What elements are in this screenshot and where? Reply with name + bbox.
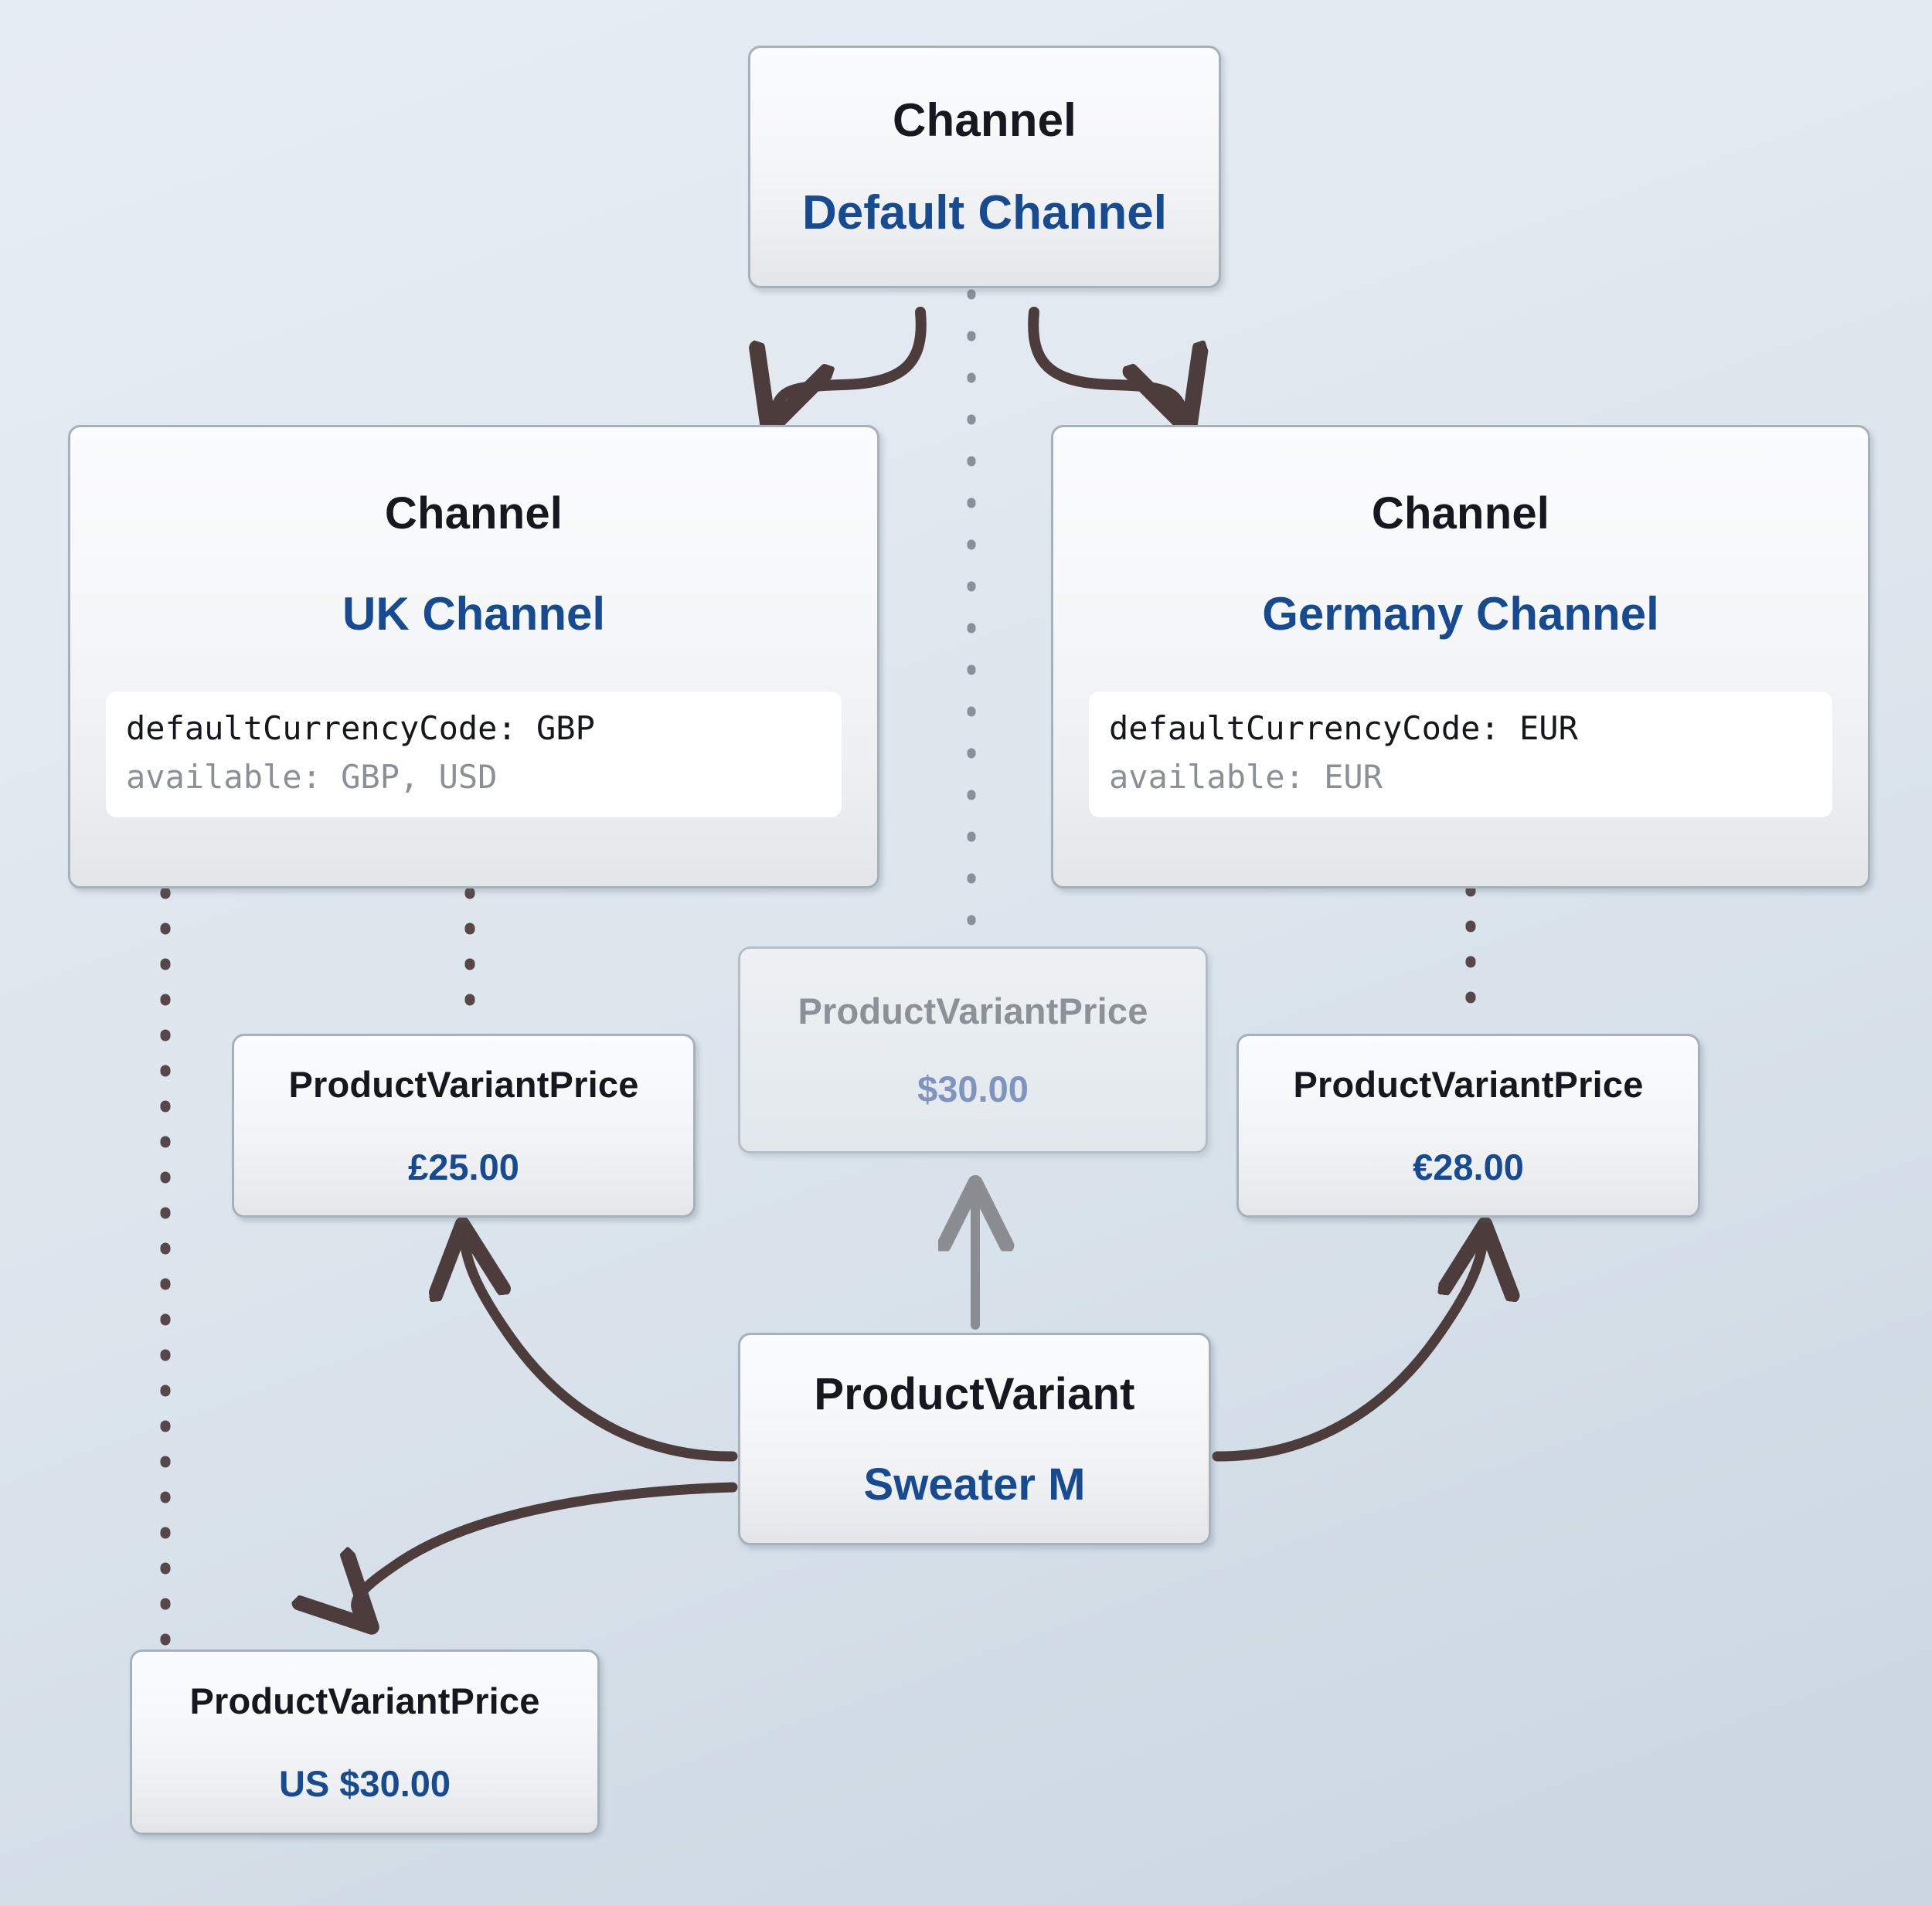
node-price-usd-default[interactable]: ProductVariantPrice $30.00	[738, 946, 1208, 1153]
edge-product-variant-to-price-eur	[1212, 1236, 1484, 1462]
node-price-gbp[interactable]: ProductVariantPrice £25.00	[232, 1034, 696, 1218]
node-value-label: US $30.00	[278, 1763, 451, 1804]
node-price-usd[interactable]: ProductVariantPrice US $30.00	[130, 1649, 600, 1835]
node-type-label: ProductVariantPrice	[288, 1064, 639, 1105]
node-default-channel[interactable]: Channel Default Channel	[748, 46, 1221, 288]
node-type-label: ProductVariantPrice	[189, 1680, 540, 1721]
node-price-eur[interactable]: ProductVariantPrice €28.00	[1236, 1034, 1700, 1218]
node-type-label: Channel	[384, 488, 563, 539]
node-name-label: Default Channel	[802, 186, 1167, 240]
node-name-label: UK Channel	[342, 588, 606, 640]
attr-available-currencies: available: GBP, USD	[126, 757, 498, 796]
attr-default-currency-code: defaultCurrencyCode: EUR	[1109, 709, 1578, 747]
uk-channel-attributes: defaultCurrencyCode: GBP available: GBP,…	[106, 691, 842, 817]
node-type-label: ProductVariantPrice	[1293, 1064, 1644, 1105]
node-value-label: £25.00	[408, 1147, 519, 1187]
edge-default-channel-to-uk-channel	[773, 307, 927, 417]
node-type-label: Channel	[1371, 488, 1550, 539]
node-type-label: ProductVariant	[814, 1368, 1135, 1419]
node-germany-channel[interactable]: Channel Germany Channel defaultCurrencyC…	[1051, 425, 1870, 888]
node-type-label: ProductVariantPrice	[798, 990, 1148, 1031]
node-name-label: Sweater M	[863, 1459, 1086, 1510]
edge-product-variant-to-price-gbp	[464, 1236, 738, 1462]
node-product-variant[interactable]: ProductVariant Sweater M	[738, 1333, 1211, 1545]
node-value-label: €28.00	[1413, 1147, 1524, 1187]
attr-available-currencies: available: EUR	[1109, 757, 1383, 796]
edge-product-variant-to-price-usd	[356, 1482, 738, 1619]
edge-default-channel-to-germany-channel	[1028, 307, 1185, 417]
node-name-label: Germany Channel	[1262, 588, 1659, 640]
node-uk-channel[interactable]: Channel UK Channel defaultCurrencyCode: …	[68, 425, 879, 888]
node-type-label: Channel	[892, 94, 1077, 146]
node-value-label: $30.00	[917, 1069, 1029, 1109]
attr-default-currency-code: defaultCurrencyCode: GBP	[126, 709, 595, 747]
germany-channel-attributes: defaultCurrencyCode: EUR available: EUR	[1089, 691, 1832, 817]
